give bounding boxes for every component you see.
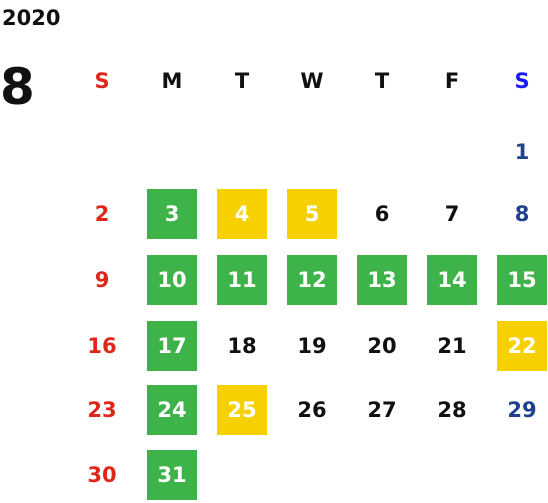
calendar-day[interactable]: 15 — [497, 255, 547, 305]
calendar-day[interactable]: 26 — [297, 398, 327, 422]
calendar-day[interactable]: 21 — [437, 334, 467, 358]
calendar-day[interactable]: 19 — [297, 334, 327, 358]
calendar-day[interactable]: 7 — [444, 202, 460, 226]
calendar-day[interactable]: 31 — [147, 450, 197, 500]
weekday-header: M — [161, 69, 183, 93]
calendar-day[interactable]: 11 — [217, 255, 267, 305]
calendar-day[interactable]: 8 — [514, 202, 530, 226]
calendar-day[interactable]: 3 — [147, 189, 197, 239]
calendar-day[interactable]: 16 — [87, 334, 117, 358]
calendar-day[interactable]: 20 — [367, 334, 397, 358]
calendar-day[interactable]: 30 — [87, 463, 117, 487]
calendar-day[interactable]: 23 — [87, 398, 117, 422]
calendar-day[interactable]: 29 — [507, 398, 537, 422]
month-number: 8 — [0, 58, 35, 116]
calendar-day[interactable]: 1 — [514, 140, 530, 164]
weekday-header: F — [444, 69, 460, 93]
weekday-header: T — [374, 69, 390, 93]
weekday-header: S — [514, 69, 530, 93]
calendar-day[interactable]: 5 — [287, 189, 337, 239]
calendar-day[interactable]: 14 — [427, 255, 477, 305]
weekday-header: W — [300, 69, 324, 93]
calendar-day[interactable]: 28 — [437, 398, 467, 422]
calendar-day[interactable]: 22 — [497, 321, 547, 371]
calendar-day[interactable]: 18 — [227, 334, 257, 358]
calendar-day[interactable]: 4 — [217, 189, 267, 239]
calendar-day[interactable]: 25 — [217, 385, 267, 435]
calendar-day[interactable]: 6 — [374, 202, 390, 226]
calendar-day[interactable]: 9 — [94, 268, 110, 292]
calendar-day[interactable]: 27 — [367, 398, 397, 422]
calendar-day[interactable]: 24 — [147, 385, 197, 435]
calendar-day[interactable]: 2 — [94, 202, 110, 226]
calendar-day[interactable]: 10 — [147, 255, 197, 305]
calendar-day[interactable]: 13 — [357, 255, 407, 305]
weekday-header: T — [234, 69, 250, 93]
calendar-day[interactable]: 17 — [147, 321, 197, 371]
calendar-day[interactable]: 12 — [287, 255, 337, 305]
weekday-header: S — [94, 69, 110, 93]
year-label: 2020 — [2, 6, 61, 30]
